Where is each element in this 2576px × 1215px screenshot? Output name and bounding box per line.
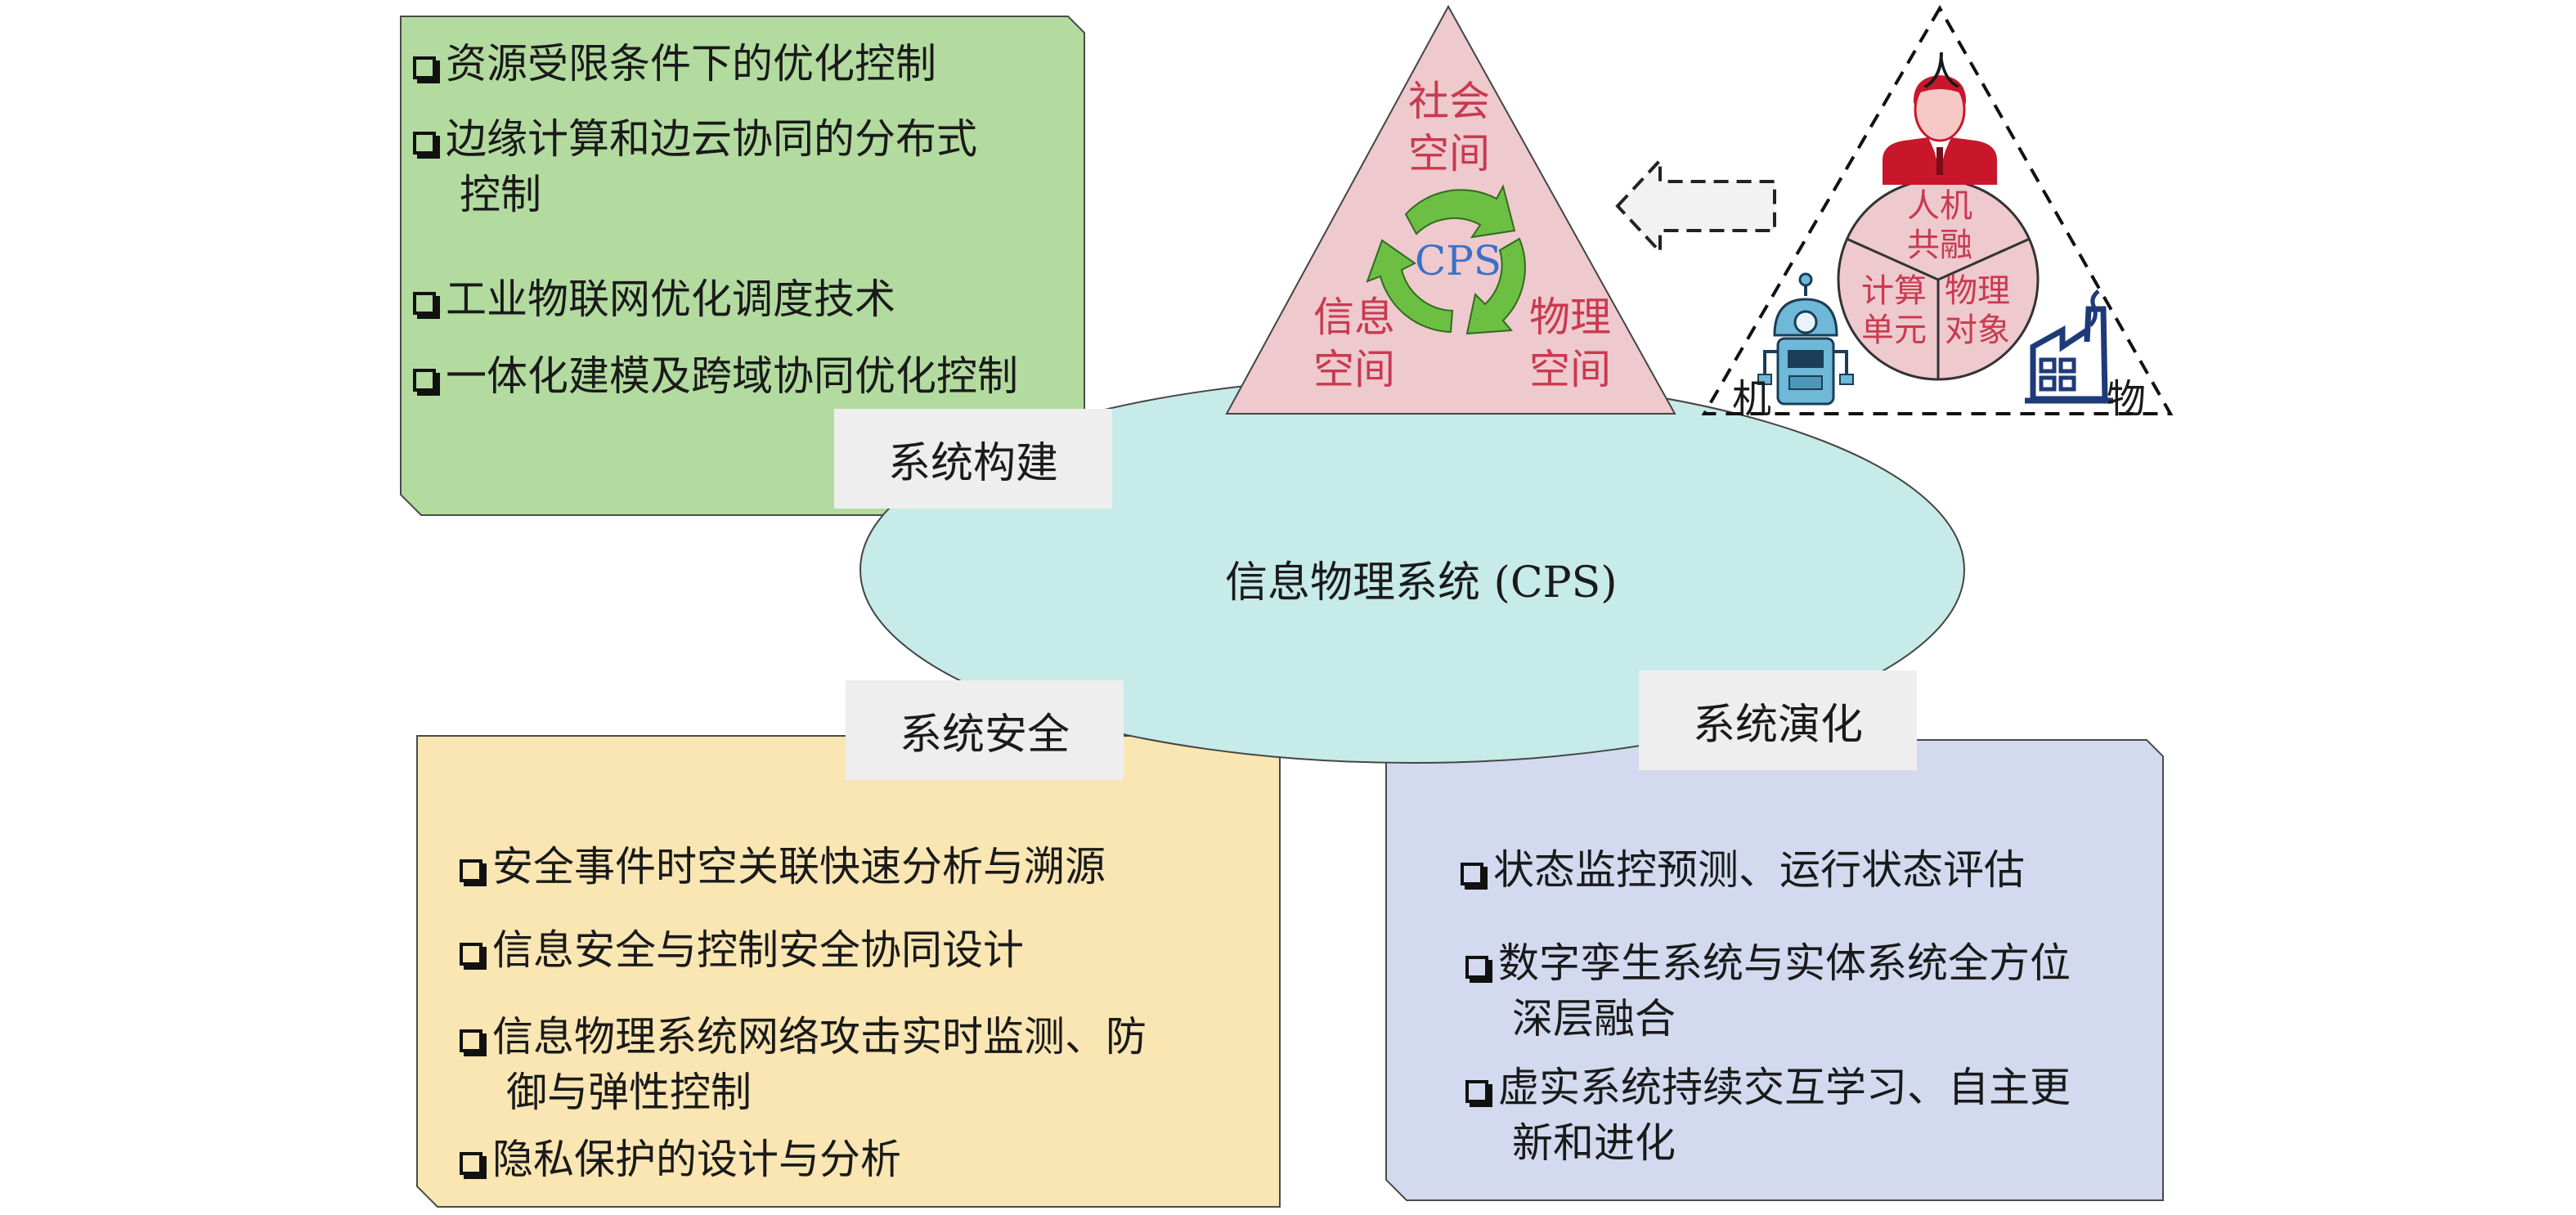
item-text: 隐私保护的设计与分析 [492, 1136, 901, 1183]
hcps-dashed-triangle [1701, 4, 2174, 415]
security-item: 信息物理系统网络攻击实时监测、防 御与弹性控制 [460, 1009, 1147, 1120]
item-text: 边缘计算和边云协同的分布式 [446, 115, 977, 163]
checkbox-icon [1465, 956, 1488, 979]
ellipse-title: 信息物理系统 (CPS) [1225, 558, 1618, 608]
physical-space-label: 物理空间 [1529, 294, 1611, 393]
item-text: 安全事件时空关联快速分析与溯源 [492, 843, 1106, 890]
checkbox-icon [1461, 863, 1483, 885]
checkbox-icon [413, 132, 436, 155]
label-system-security: 系统安全 [846, 680, 1124, 780]
security-item: 安全事件时空关联快速分析与溯源 [460, 839, 1106, 894]
item-text: 信息物理系统网络攻击实时监测、防 [492, 1013, 1147, 1060]
evolution-panel-shape [1385, 739, 2164, 1201]
robot-icon [1757, 272, 1854, 406]
item-text: 状态监控预测、运行状态评估 [1493, 846, 2025, 894]
item-text-continued: 深层融合 [1512, 995, 1676, 1042]
item-text: 工业物联网优化调度技术 [446, 276, 895, 323]
item-text: 数字孪生系统与实体系统全方位 [1498, 939, 2071, 987]
hcps-corner-machine: 机 [1732, 376, 1772, 422]
checkbox-icon [460, 1029, 482, 1052]
item-text-continued: 控制 [460, 171, 541, 218]
hcps-corner-human: 人 [1922, 49, 1962, 95]
evolution-item: 虚实系统持续交互学习、自主更 新和进化 [1465, 1060, 2071, 1171]
hcps-corner-object: 物 [2107, 376, 2147, 422]
item-text: 一体化建模及跨域协同优化控制 [446, 352, 1018, 400]
checkbox-icon [460, 859, 482, 882]
factory-icon [2025, 289, 2113, 404]
label-system-build: 系统构建 [834, 409, 1112, 509]
checkbox-icon [413, 369, 436, 392]
checkbox-icon [460, 943, 482, 966]
checkbox-icon [413, 292, 436, 315]
item-text-continued: 新和进化 [1512, 1119, 1676, 1167]
cycle-arrows-icon [1366, 184, 1526, 335]
item-text: 信息安全与控制安全协同设计 [492, 926, 1024, 974]
item-text: 虚实系统持续交互学习、自主更 [1498, 1064, 2071, 1111]
evolution-item: 数字孪生系统与实体系统全方位 深层融合 [1465, 935, 2071, 1047]
build-item: 工业物联网优化调度技术 [413, 271, 895, 327]
evolution-item: 状态监控预测、运行状态评估 [1461, 842, 2025, 898]
social-space-label: 社会空间 [1408, 78, 1490, 177]
build-item: 边缘计算和边云协同的分布式 控制 [413, 111, 977, 222]
build-item: 一体化建模及跨域协同优化控制 [413, 348, 1018, 404]
cps-center-label: CPS [1415, 237, 1502, 285]
label-system-evolution: 系统演化 [1639, 670, 1917, 770]
physical-object-label: 物理对象 [1945, 272, 2010, 349]
security-item: 隐私保护的设计与分析 [460, 1132, 901, 1187]
left-arrow-icon [1615, 155, 1776, 257]
information-space-label: 信息空间 [1313, 294, 1395, 393]
security-item: 信息安全与控制安全协同设计 [460, 922, 1024, 978]
checkbox-icon [1465, 1080, 1488, 1103]
human-machine-fusion-label: 人机共融 [1907, 187, 1972, 264]
item-text-continued: 御与弹性控制 [506, 1069, 752, 1116]
item-text: 资源受限条件下的优化控制 [446, 40, 936, 87]
person-icon [1883, 75, 1997, 185]
checkbox-icon [413, 56, 436, 79]
checkbox-icon [460, 1152, 482, 1175]
computing-unit-label: 计算单元 [1861, 272, 1927, 349]
build-item: 资源受限条件下的优化控制 [413, 36, 936, 92]
